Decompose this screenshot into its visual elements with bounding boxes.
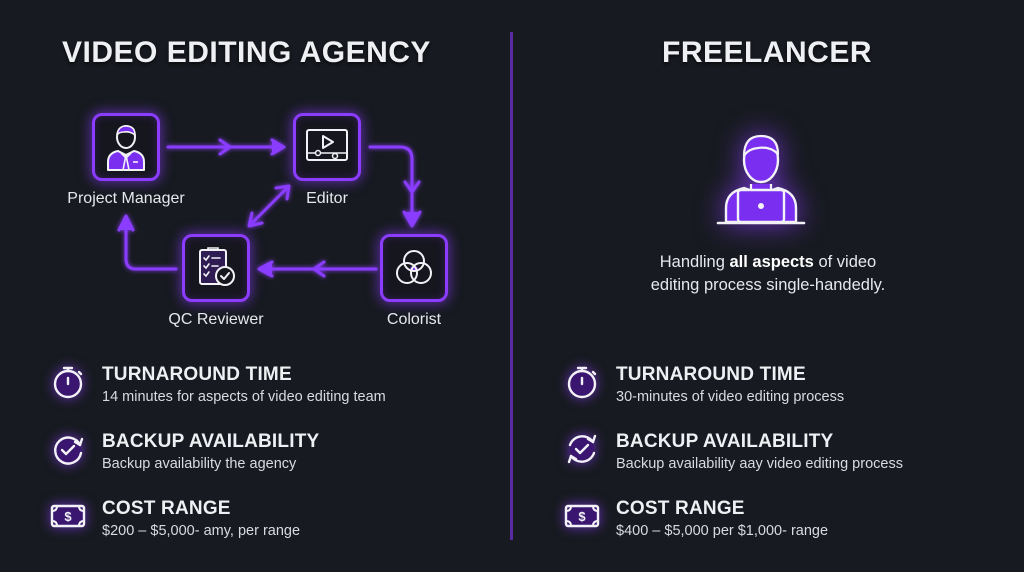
- refresh-check-icon: [54, 436, 84, 465]
- agency-title: VIDEO EDITING AGENCY: [62, 36, 431, 69]
- freelancer-caption: Handling all aspects of video editing pr…: [568, 251, 968, 297]
- agency-feature-backup: BACKUP AVAILABILITY Backup availability …: [50, 431, 319, 474]
- node-project-manager: [92, 113, 160, 181]
- arrow-qc-to-pm: [124, 216, 178, 271]
- workflow-arrows: [117, 138, 422, 278]
- caption-text: Handling: [659, 253, 730, 271]
- node-label-qc-reviewer: QC Reviewer: [168, 311, 264, 328]
- node-label-project-manager: Project Manager: [67, 190, 185, 207]
- freelancer-feature-turnaround: TURNAROUND TIME 30-minutes of video edit…: [564, 364, 844, 407]
- feature-title: BACKUP AVAILABILITY: [102, 431, 320, 452]
- agency-feature-cost: $ COST RANGE $200 – $5,000- amy, per ran…: [50, 498, 300, 541]
- feature-title: TURNAROUND TIME: [102, 364, 292, 385]
- agency-feature-turnaround: TURNAROUND TIME 14 minutes for aspects o…: [50, 364, 386, 407]
- caption-text: of video: [813, 253, 877, 271]
- feature-title: TURNAROUND TIME: [616, 364, 806, 385]
- freelancer-feature-cost: $ COST RANGE $400 – $5,000 per $1,000- r…: [564, 498, 828, 541]
- banknote-icon: $: [564, 504, 600, 528]
- feature-title: BACKUP AVAILABILITY: [616, 431, 834, 452]
- node-editor: [293, 113, 361, 181]
- node-label-colorist: Colorist: [386, 311, 442, 328]
- svg-text:$: $: [64, 509, 72, 524]
- refresh-check-icon: [567, 434, 597, 464]
- checklist-icon: [199, 247, 235, 286]
- person-laptop-icon: [716, 134, 806, 225]
- feature-desc: 14 minutes for aspects of video editing …: [102, 389, 386, 405]
- banknote-icon: $: [50, 504, 86, 528]
- video-player-icon: [306, 129, 348, 161]
- stopwatch-icon: [53, 366, 83, 399]
- caption-emphasis: all aspects: [729, 253, 814, 271]
- node-label-editor: Editor: [306, 190, 348, 207]
- node-colorist: [380, 234, 448, 302]
- freelancer-feature-backup: BACKUP AVAILABILITY Backup availability …: [564, 431, 903, 474]
- stopwatch-icon: [567, 366, 597, 399]
- svg-text:$: $: [578, 509, 586, 524]
- feature-desc: Backup availability aay video editing pr…: [616, 456, 903, 472]
- arrow-qc-editor-bidirectional: [248, 185, 290, 227]
- color-circles-icon: [396, 250, 432, 284]
- section-divider: [510, 32, 513, 540]
- feature-desc: 30-minutes of video editing process: [616, 389, 845, 405]
- freelancer-title: FREELANCER: [662, 36, 873, 69]
- arrow-editor-to-colorist: [368, 145, 414, 224]
- node-qc-reviewer: [182, 234, 250, 302]
- feature-desc: $400 – $5,000 per $1,000- range: [616, 523, 829, 539]
- manager-icon: [107, 125, 145, 171]
- feature-title: COST RANGE: [102, 498, 231, 519]
- feature-desc: $200 – $5,000- amy, per range: [102, 523, 301, 539]
- feature-desc: Backup availability the agency: [102, 456, 297, 472]
- caption-text: editing process single-handedly.: [650, 276, 886, 294]
- feature-title: COST RANGE: [616, 498, 745, 519]
